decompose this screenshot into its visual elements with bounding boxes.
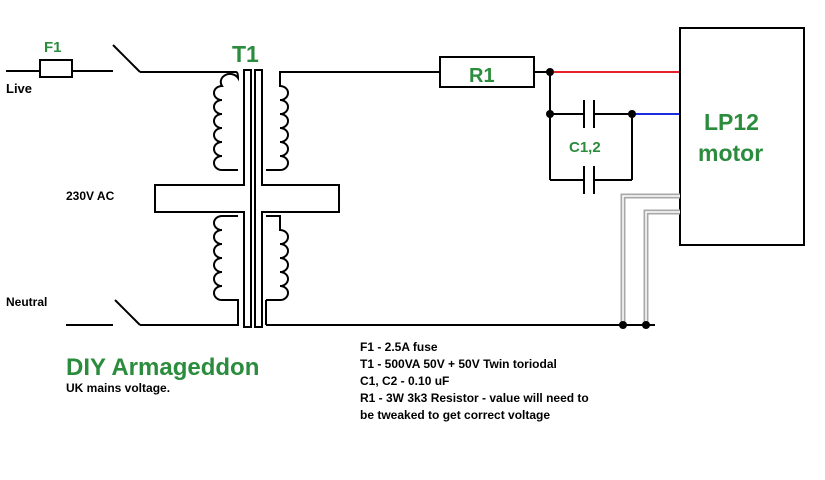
note-line: be tweaked to get correct voltage — [360, 408, 550, 422]
transformer-core — [154, 69, 340, 328]
note-line: T1 - 500VA 50V + 50V Twin toriodal — [360, 357, 557, 371]
live-switch — [112, 44, 141, 73]
diagram-subtitle: UK mains voltage. — [66, 381, 170, 395]
transformer-secondary-coil — [266, 71, 300, 301]
supply-label: 230V AC — [66, 189, 115, 203]
grey-motor-wires — [620, 193, 680, 325]
neutral-switch — [114, 299, 141, 326]
diagram-title: DIY Armageddon — [66, 354, 259, 381]
neutral-label: Neutral — [6, 295, 47, 309]
transformer-label: T1 — [232, 41, 259, 67]
motor-label-line1: LP12 — [704, 109, 759, 135]
junction-dot — [619, 321, 627, 329]
transformer-primary-coil — [213, 71, 240, 326]
note-line: R1 - 3W 3k3 Resistor - value will need t… — [360, 391, 589, 405]
motor-label-line2: motor — [698, 140, 763, 166]
component-notes: F1 - 2.5A fuse T1 - 500VA 50V + 50V Twin… — [360, 340, 589, 422]
note-line: F1 - 2.5A fuse — [360, 340, 438, 354]
fuse-label: F1 — [44, 39, 62, 56]
motor-box — [679, 27, 805, 246]
junction-dot — [642, 321, 650, 329]
live-label: Live — [6, 81, 32, 96]
resistor-label: R1 — [469, 65, 495, 87]
note-line: C1, C2 - 0.10 uF — [360, 374, 449, 388]
fuse-f1 — [39, 59, 73, 78]
capacitor-network — [546, 72, 636, 194]
capacitor-label: C1,2 — [569, 139, 601, 156]
